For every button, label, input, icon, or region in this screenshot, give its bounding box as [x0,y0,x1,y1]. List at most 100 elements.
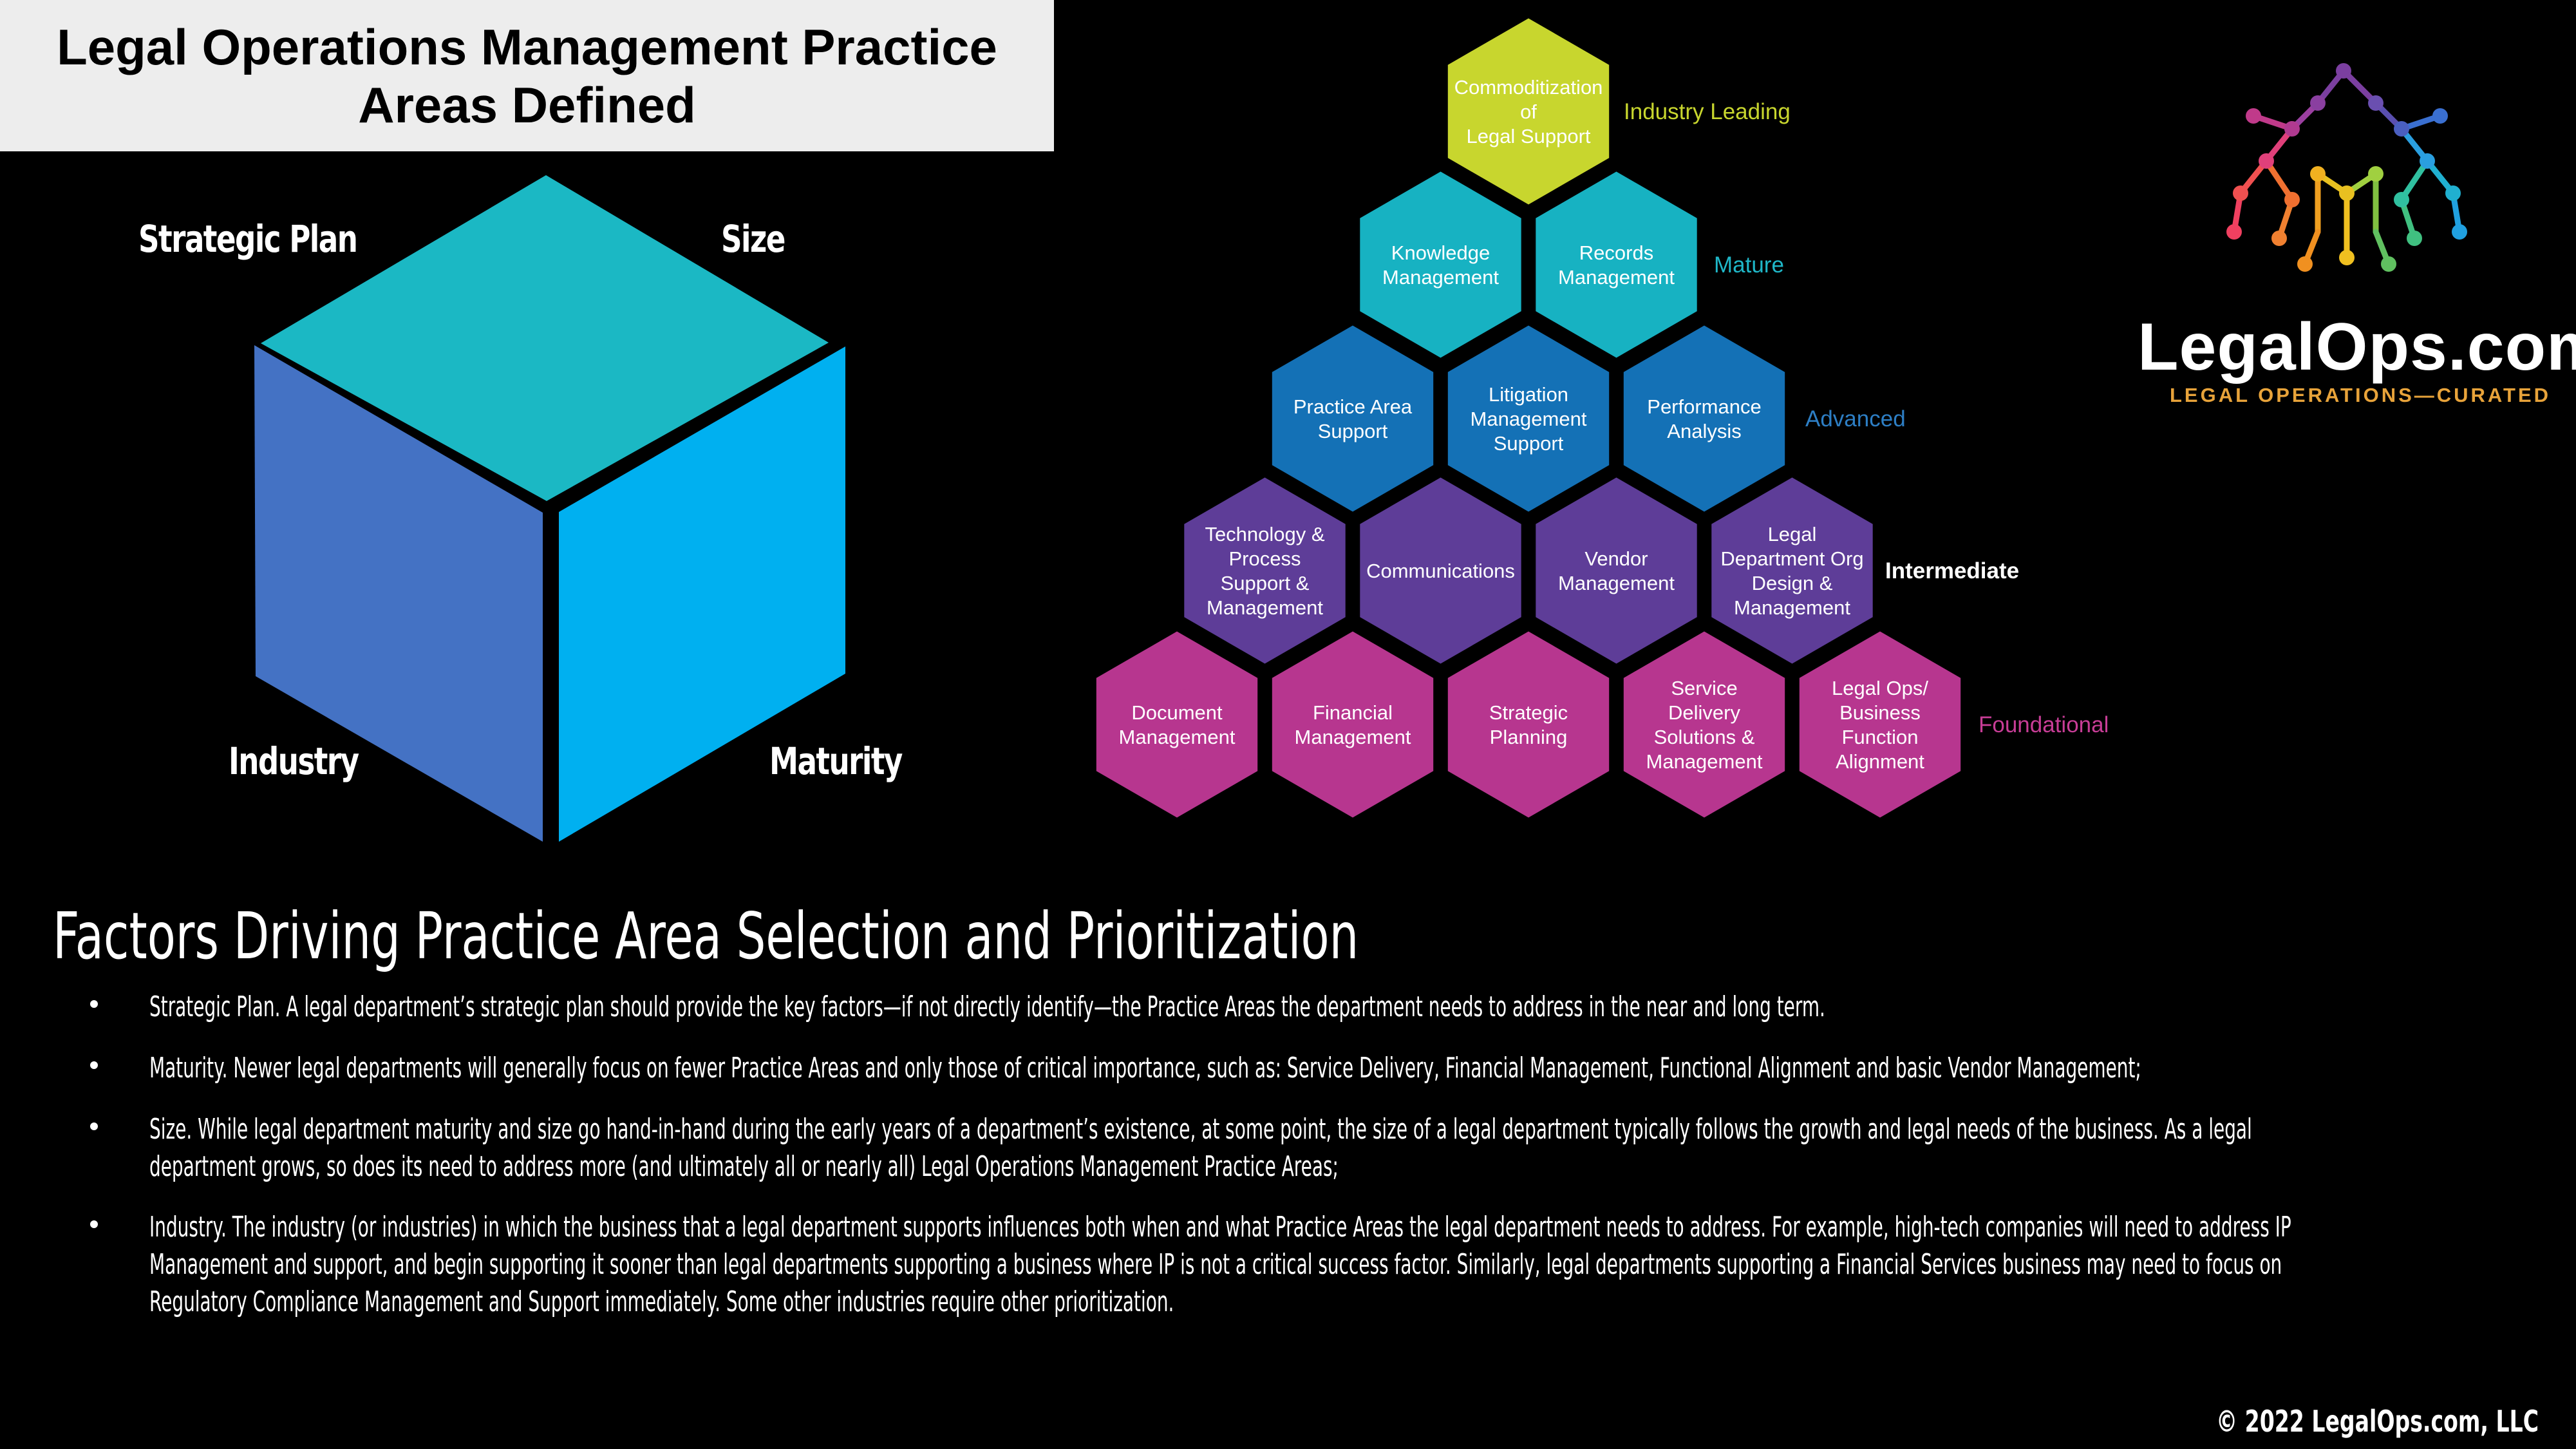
logo-node [2407,231,2422,246]
hexagon-label: Management [1471,408,1587,430]
hexagon-label: Commoditization [1454,76,1603,99]
pyramid-hexagon [1532,167,1701,363]
pyramid-level-label: Foundational [1979,712,2109,737]
hexagon-label: Financial [1313,701,1393,724]
page-title: Legal Operations Management Practice Are… [57,18,997,133]
factor-line: Regulatory Compliance Management and Sup… [149,1285,1174,1318]
hexagon-label: Legal [1768,523,1817,545]
pyramid-hexagon [1619,321,1789,516]
hexagon-label: Support & [1221,572,1310,594]
pyramid-level-label: Mature [1714,252,1784,278]
bullet-dot [90,1122,98,1130]
pyramid-hexagon [1268,627,1438,822]
cube-right-face [559,346,845,842]
hexagon-label: Alignment [1836,750,1924,773]
hexagon-label: Delivery [1668,701,1740,724]
hexagon-label: Knowledge [1391,242,1490,264]
hexagon-label: Litigation [1489,383,1568,406]
hexagon-label: Management [1558,266,1675,289]
cube-label-maturity: Maturity [769,739,903,783]
logo-node [2233,185,2248,201]
hexagon-label: Management [1207,596,1323,619]
pyramid-hexagon [1180,473,1349,668]
hexagon-label: Analysis [1667,420,1741,442]
legalops-logo-icon [2226,63,2467,272]
factors-cube [254,175,845,842]
hexagon-label: Management [1558,572,1675,594]
hexagon-label: Management [1734,596,1850,619]
bullet-dot [90,1061,98,1069]
hexagon-label: of [1520,100,1537,123]
cube-left-face [254,345,543,842]
hexagon-label: Document [1131,701,1223,724]
pyramid-hexagon [1092,627,1262,822]
hexagon-label: Technology & [1205,523,1324,545]
pyramid-hexagon [1356,473,1525,668]
hexagon-label: Records [1579,242,1653,264]
pyramid-level-label: Advanced [1805,406,1906,431]
logo-node [2368,95,2383,111]
pyramid-level-label: Industry Leading [1624,99,1791,124]
hexagon-label: Support [1494,432,1564,455]
logo-node [2394,192,2409,207]
logo-node [2284,121,2300,137]
hexagon-label: Legal Ops/ [1832,677,1928,699]
pyramid-hexagon [1443,321,1613,516]
logo-node [2445,185,2461,201]
factor-line: Strategic Plan. A legal department’s str… [149,990,1825,1023]
pyramid-hexagon [1707,473,1877,668]
hexagon-label: Practice Area [1293,395,1413,418]
logo-node [2310,95,2326,111]
pyramid-hexagon [1443,627,1613,822]
hexagon-label: Management [1382,266,1499,289]
hexagon-label: Department Org [1720,547,1863,570]
logo-wordmark: LegalOps.com [2138,310,2576,384]
bullet-dot [90,1220,98,1228]
bullet-dot [90,1000,98,1008]
hexagon-label: Communications [1366,560,1515,582]
hexagon-label: Service [1671,677,1737,699]
logo-node [2339,250,2355,265]
hexagon-label: Management [1646,750,1763,773]
logo-node [2310,166,2326,182]
factor-maturity: Maturity. Newer legal departments will g… [149,1050,2194,1087]
logo-node [2452,224,2467,240]
logo-node [2394,121,2409,137]
hexagon-label: Business [1839,701,1921,724]
logo-node [2381,256,2396,272]
hexagon-label: Management [1119,726,1236,748]
logo-node [2284,192,2300,207]
logo-node [2271,231,2287,246]
logo-node [2226,224,2242,240]
hexagon-label: Support [1318,420,1388,442]
factor-line: Maturity. Newer legal departments will g… [149,1052,2141,1084]
logo-link [2263,158,2295,203]
pyramid-hexagon [1443,14,1613,209]
logo-node [2432,108,2448,124]
hexagon-label: Design & [1752,572,1833,594]
pyramid-level-label: Intermediate [1885,558,2019,583]
logo-node [2336,63,2351,79]
hexagon-label: Function [1842,726,1919,748]
logo-tagline: LEGAL OPERATIONS—CURATED [2170,384,2552,406]
hexagon-label: Solutions & [1654,726,1755,748]
logo-node [2259,153,2274,169]
factors-heading: Factors Driving Practice Area Selection … [53,898,1359,974]
logo-node [2339,185,2355,201]
hexagon-label: Management [1295,726,1411,748]
factor-size: Size. While legal department maturity an… [149,1111,2252,1186]
logo-node [2420,153,2435,169]
factor-line: department grows, so does its need to ad… [149,1150,1339,1183]
title-banner: Legal Operations Management Practice Are… [0,0,1054,151]
cube-top-face [261,175,829,501]
pyramid-hexagon [1795,627,1965,822]
hexagon-label: Vendor [1584,547,1648,570]
logo-node [2246,108,2261,124]
factor-line: Management and support, and begin suppor… [149,1248,2282,1281]
factor-strategic-plan: Strategic Plan. A legal department’s str… [149,989,2194,1026]
logo-link [2398,158,2430,203]
factor-line: Size. While legal department maturity an… [149,1113,2252,1146]
hexagon-label: Process [1229,547,1301,570]
